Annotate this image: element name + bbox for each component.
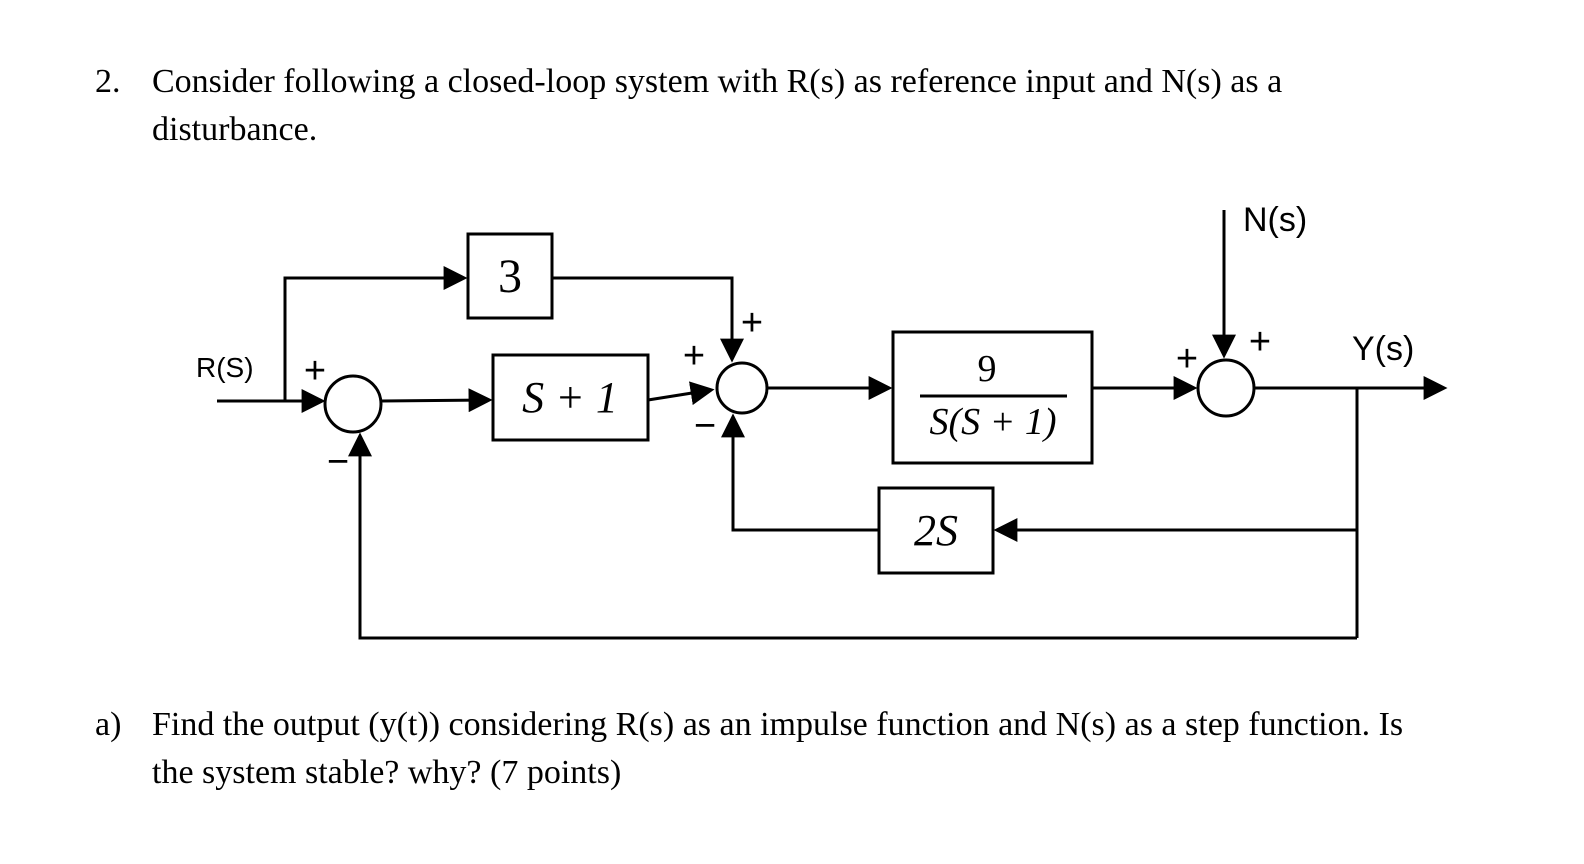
gain-branch-line xyxy=(283,266,468,401)
feedback-block-output-line xyxy=(721,413,879,532)
controller-block-label: S + 1 xyxy=(522,373,618,422)
summing-junction-3 xyxy=(1196,358,1256,418)
reference-signal-label: R(S) xyxy=(196,352,254,383)
subquestion-number: a) xyxy=(95,706,122,743)
problem-number: 2. xyxy=(95,63,121,100)
sum1-minus-sign: − xyxy=(327,441,349,483)
sum1-output-line xyxy=(380,388,493,413)
plant-denominator-label: S(S + 1) xyxy=(930,401,1057,443)
disturbance-signal-label: N(s) xyxy=(1243,201,1307,239)
subquestion-text: Find the output (y(t)) considering R(s) … xyxy=(152,706,1404,791)
problem-text: Consider following a closed-loop system … xyxy=(152,63,1283,148)
controller-output-line xyxy=(647,381,715,406)
plant-numerator-label: 9 xyxy=(978,348,997,390)
summing-junction-2 xyxy=(715,361,769,415)
outer-feedback-line xyxy=(348,432,1357,640)
gain-block-label: 3 xyxy=(498,250,522,303)
sum2-top-plus-sign: + xyxy=(741,302,763,344)
output-signal-label: Y(s) xyxy=(1352,330,1414,368)
sum2-minus-sign: − xyxy=(694,405,716,447)
sum1-plus-sign: + xyxy=(304,350,326,392)
sum3-top-plus-sign: + xyxy=(1249,321,1271,363)
sum3-left-plus-sign: + xyxy=(1176,338,1198,380)
problem-statement: 2. Consider following a closed-loop syst… xyxy=(95,58,1447,154)
sum2-left-plus-sign: + xyxy=(683,335,705,377)
gain-block-box xyxy=(466,232,554,320)
summing-junction-1 xyxy=(323,374,383,434)
feedback-block-box xyxy=(877,486,995,575)
gain-output-line xyxy=(552,276,744,363)
subquestion-a: a) Find the output (y(t)) considering R(… xyxy=(95,701,1447,797)
controller-block-box xyxy=(491,353,650,442)
feedback-block-label: 2S xyxy=(914,506,958,555)
